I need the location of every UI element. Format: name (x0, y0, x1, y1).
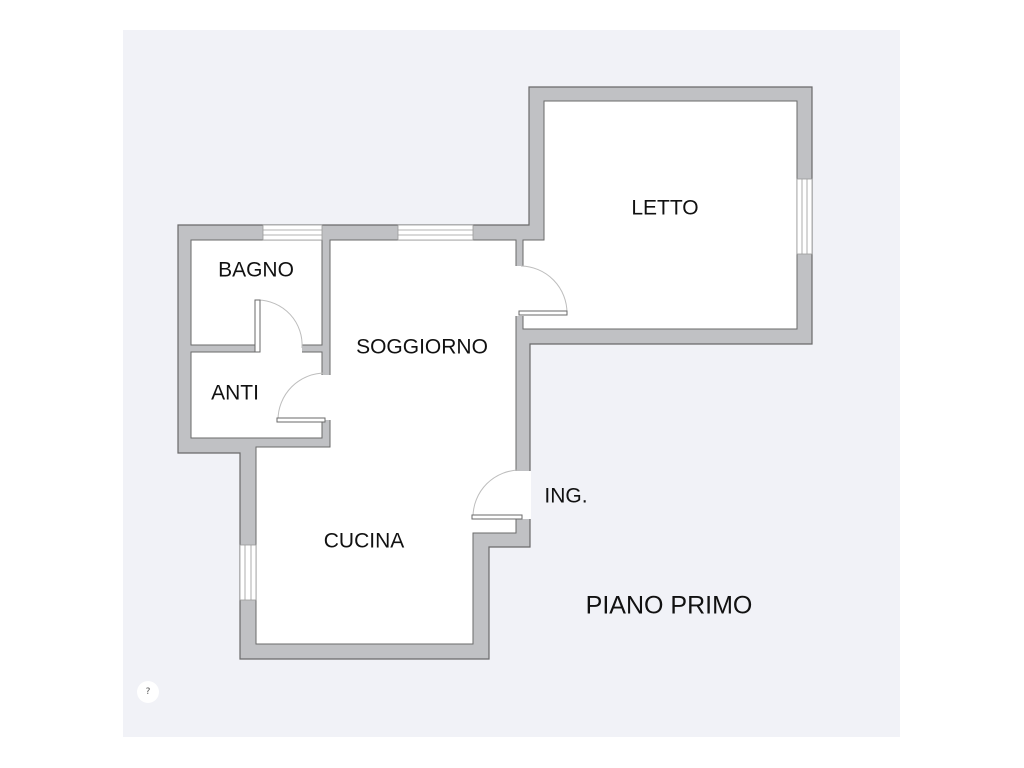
room-soggiorno-cucina (255, 239, 517, 645)
label-ingresso: ING. (544, 485, 587, 508)
door-arc-bagno (257, 299, 303, 349)
help-icon[interactable]: ? (137, 681, 159, 703)
door-anti[interactable] (276, 417, 326, 423)
label-bagno: BAGNO (218, 259, 294, 282)
door-bagno[interactable] (254, 299, 261, 353)
door-arc-anti (277, 372, 326, 421)
room-letto (522, 100, 798, 330)
window-cucina (239, 544, 257, 601)
door-letto[interactable] (518, 310, 568, 316)
label-soggiorno: SOGGIORNO (356, 336, 488, 359)
label-anti: ANTI (211, 382, 259, 405)
floor-title: PIANO PRIMO (586, 592, 753, 620)
label-cucina: CUCINA (324, 530, 405, 553)
door-arc-ingresso (472, 469, 521, 518)
door-ingresso[interactable] (471, 514, 523, 520)
window-bagno (262, 224, 323, 241)
label-letto: LETTO (631, 197, 698, 220)
window-soggiorno (397, 224, 474, 241)
window-letto (796, 178, 813, 255)
door-arc-letto (520, 265, 568, 314)
